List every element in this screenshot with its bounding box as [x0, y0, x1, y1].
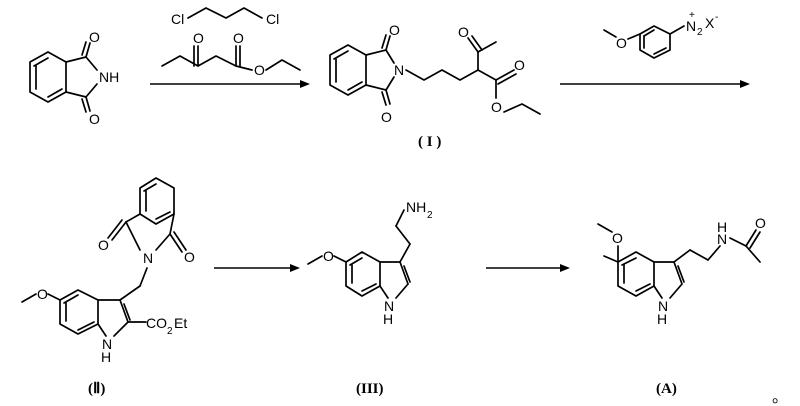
reagent-methoxybenzenediazonium: O N 2 + X - — [603, 10, 718, 59]
compound-III-label: (III) — [356, 381, 384, 397]
amine-NH: NH — [406, 199, 426, 215]
amine-subscript: 2 — [427, 210, 433, 221]
reagent-ethyl-acetoacetate: O O O — [161, 30, 301, 78]
atom-O: O — [193, 30, 204, 46]
atom-O: O — [233, 30, 244, 46]
atom-N: N — [384, 298, 394, 314]
atom-O: O — [616, 35, 627, 51]
atom-O: O — [381, 109, 392, 125]
atom-O: O — [89, 29, 100, 45]
atom-O: O — [184, 249, 195, 265]
reaction-arrow-4 — [486, 264, 570, 272]
ester-subscript: 2 — [167, 326, 173, 337]
negative-charge: - — [715, 12, 718, 23]
positive-charge: + — [689, 10, 695, 21]
atom-NH: NH — [99, 69, 119, 85]
compound-II-label: (Ⅱ) — [88, 381, 105, 397]
atom-N: N — [686, 18, 696, 34]
atom-O: O — [458, 24, 469, 40]
atom-H: H — [101, 349, 111, 365]
atom-O: O — [254, 62, 265, 78]
reaction-arrow-3 — [214, 264, 300, 272]
diazonium-subscript: 2 — [697, 27, 703, 38]
atom-O: O — [37, 286, 48, 302]
atom-O: O — [98, 237, 109, 253]
atom-O: O — [755, 215, 766, 231]
atom-Cl: Cl — [171, 11, 184, 27]
ester-Et: Et — [174, 315, 187, 331]
atom-O: O — [389, 22, 400, 38]
compound-III-structure: N H O NH 2 — [307, 199, 433, 327]
atom-O: O — [323, 248, 334, 264]
atom-O: O — [89, 111, 100, 127]
amide-H: H — [717, 219, 727, 235]
trailing-mark: 。 — [772, 389, 788, 406]
atom-H: H — [657, 311, 667, 327]
atom-O: O — [491, 99, 502, 115]
reaction-arrow-2 — [560, 80, 750, 88]
reagent-dichloropropane: Cl Cl — [171, 7, 279, 27]
atom-O: O — [612, 230, 623, 246]
ester-CO: CO — [146, 315, 167, 331]
compound-II-structure: O O N N H O CO 2 Et — [21, 177, 195, 365]
compound-A-label: (A) — [656, 381, 677, 397]
atom-Cl: Cl — [266, 11, 279, 27]
amide-N: N — [717, 231, 727, 247]
compound-A-structure: N H O N H O — [597, 215, 766, 327]
atom-N: N — [143, 250, 153, 266]
reaction-arrow-1 — [150, 80, 310, 88]
atom-X: X — [705, 15, 715, 31]
atom-N: N — [658, 298, 668, 314]
atom-O: O — [514, 57, 525, 73]
atom-N: N — [394, 62, 404, 78]
compound-I-label: ( I ) — [418, 134, 441, 150]
atom-N: N — [102, 336, 112, 352]
atom-H: H — [383, 311, 393, 327]
compound-I-structure: O O N O O O — [329, 22, 541, 125]
phthalimide-structure: O O NH — [29, 29, 119, 127]
